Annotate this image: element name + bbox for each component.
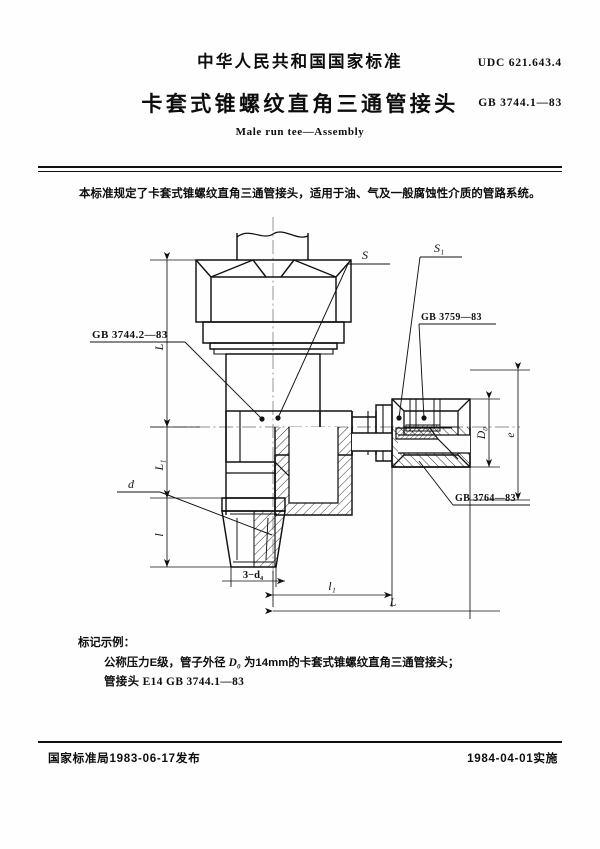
header-divider-thin: [38, 171, 562, 172]
dim-L-vertical: L: [152, 343, 166, 351]
header-divider: [38, 166, 562, 168]
marking-example-code: 管接头 E14 GB 3744.1—83: [104, 676, 245, 689]
dim-e: e: [505, 432, 517, 437]
assembly-drawing: GB 3744.2—83 GB 3759—83 GB 3764—83 S S₁ …: [0, 215, 600, 625]
national-standard-line: 中华人民共和国国家标准: [197, 53, 403, 71]
dim-l1-horizontal: l₁: [328, 579, 336, 593]
footer-effective-date: 1984-04-01实施: [467, 752, 558, 765]
scope-paragraph: 本标准规定了卡套式锥螺纹直角三通管接头，适用于油、气及一般腐蚀性介质的管路系统。: [79, 188, 541, 200]
marking-example-block: 标记示例： 公称压力E级，管子外径 D₀ 为14mm的卡套式锥螺纹直角三通管接头…: [78, 634, 548, 693]
standard-number: GB 3744.1—83: [478, 97, 562, 109]
callout-s: S: [362, 248, 368, 262]
callout-gb3764: GB 3764—83: [455, 493, 516, 504]
dim-thread-count: 3−d₄: [243, 570, 264, 581]
marking-desc-part1: 公称压力E级，管子外径: [104, 656, 229, 669]
page-title: 卡套式锥螺纹直角三通管接头: [141, 93, 459, 116]
udc-code: UDC 621.643.4: [477, 57, 562, 69]
footer-issuer-date: 国家标准局1983-06-17发布: [48, 752, 201, 765]
callout-gb37442: GB 3744.2—83: [92, 329, 168, 341]
footer-divider: [38, 741, 562, 743]
callout-d: d: [128, 477, 135, 491]
dim-D0: D₀: [476, 427, 488, 440]
page-subtitle-english: Male run tee—Assembly: [235, 126, 365, 138]
marking-desc-part2: 为14mm的卡套式锥螺纹直角三通管接头；: [240, 656, 460, 669]
marking-example-description: 公称压力E级，管子外径 D₀ 为14mm的卡套式锥螺纹直角三通管接头；: [78, 654, 548, 674]
callout-gb3759: GB 3759—83: [421, 312, 482, 323]
callout-s1: S₁: [434, 241, 444, 255]
marking-symbol-d0: D₀: [228, 656, 241, 669]
dim-L-horizontal: L: [389, 595, 397, 609]
dim-l-vertical: l: [152, 533, 166, 537]
dim-L1-vertical: L₁: [152, 460, 166, 472]
marking-example-title: 标记示例：: [78, 637, 135, 649]
